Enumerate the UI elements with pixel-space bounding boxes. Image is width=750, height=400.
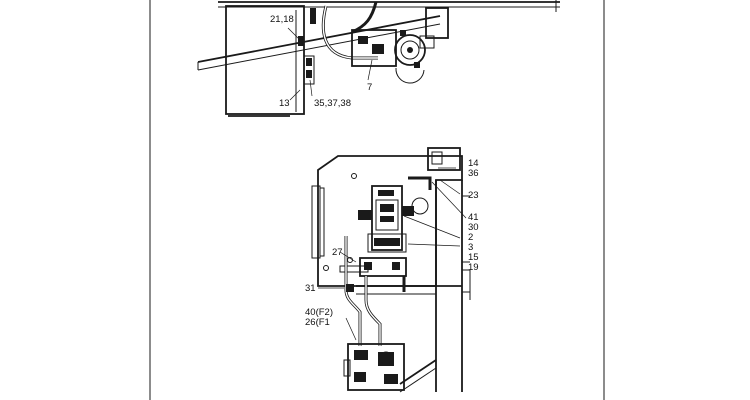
callout-19: 19 [468,262,479,273]
callout-13: 13 [279,98,290,109]
callout-36: 36 [468,168,479,179]
callout-26-f1: 26(F1 [305,317,330,328]
callout-14: 14 [468,158,479,169]
callout-30: 30 [468,222,479,233]
callout-23: 23 [468,190,479,201]
callout-40-f2: 40(F2) [305,307,333,318]
callout-7: 7 [367,82,372,93]
callout-41: 41 [468,212,479,223]
callout-15: 15 [468,252,479,263]
callout-labels: 21,18 7 13 35,37,38 14 36 23 41 30 2 3 1… [270,14,479,328]
lower-view [311,147,471,393]
callout-27: 27 [332,247,343,258]
callout-3: 3 [468,242,473,253]
callout-31: 31 [305,283,316,294]
callout-2: 2 [468,232,473,243]
callout-35-37-38: 35,37,38 [314,98,351,109]
upper-view [197,0,560,117]
callout-21-18: 21,18 [270,14,294,25]
